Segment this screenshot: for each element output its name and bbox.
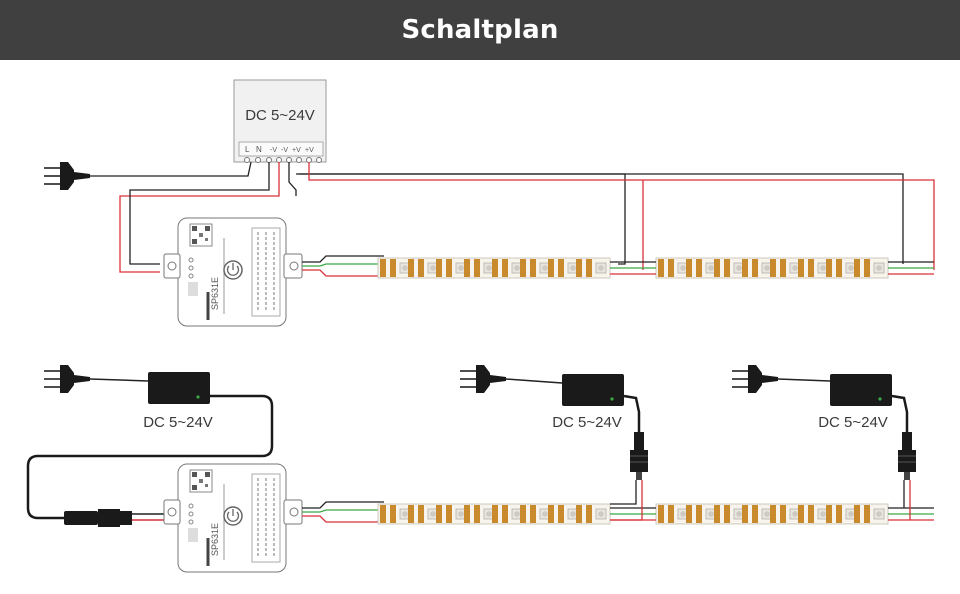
plug-icon (459, 364, 507, 394)
header-bar: Schaltplan (0, 0, 960, 60)
power-adapter-right (830, 374, 892, 406)
svg-text:+V: +V (292, 147, 301, 154)
psu-top: DC 5~24V L N -V -V +V +V (233, 79, 327, 163)
terminal-labels: L N -V -V +V +V (245, 145, 314, 154)
dc-plug-right (897, 431, 917, 481)
strip-link-top (610, 261, 934, 275)
power-adapter-middle (562, 374, 624, 406)
svg-text:L: L (245, 145, 250, 154)
dc-plug-left (64, 509, 178, 527)
svg-text:SP631E: SP631E (210, 277, 220, 310)
controller-bottom-output-wires (302, 501, 384, 523)
plug-icon (43, 364, 91, 394)
controller-top: SP631E (162, 216, 304, 328)
controller-output-wires (302, 255, 384, 277)
power-adapter-left (148, 372, 210, 404)
svg-text:+V: +V (305, 147, 314, 154)
top-wires (119, 162, 935, 273)
page-title: Schaltplan (401, 15, 559, 45)
led-segments (379, 258, 885, 524)
psu-voltage-label: DC 5~24V (245, 107, 315, 124)
plug-icon (43, 161, 91, 191)
adapter-right-voltage-label: DC 5~24V (818, 414, 888, 431)
svg-text:-V: -V (281, 147, 288, 154)
dc-plug-middle (629, 431, 649, 481)
adapter-left-voltage-label: DC 5~24V (143, 414, 213, 431)
svg-text:-V: -V (270, 147, 277, 154)
svg-text:N: N (256, 145, 262, 154)
plug-icon (731, 364, 779, 394)
svg-text:SP631E: SP631E (210, 523, 220, 556)
controller-bottom: SP631E (162, 462, 304, 574)
adapter-middle-voltage-label: DC 5~24V (552, 414, 622, 431)
